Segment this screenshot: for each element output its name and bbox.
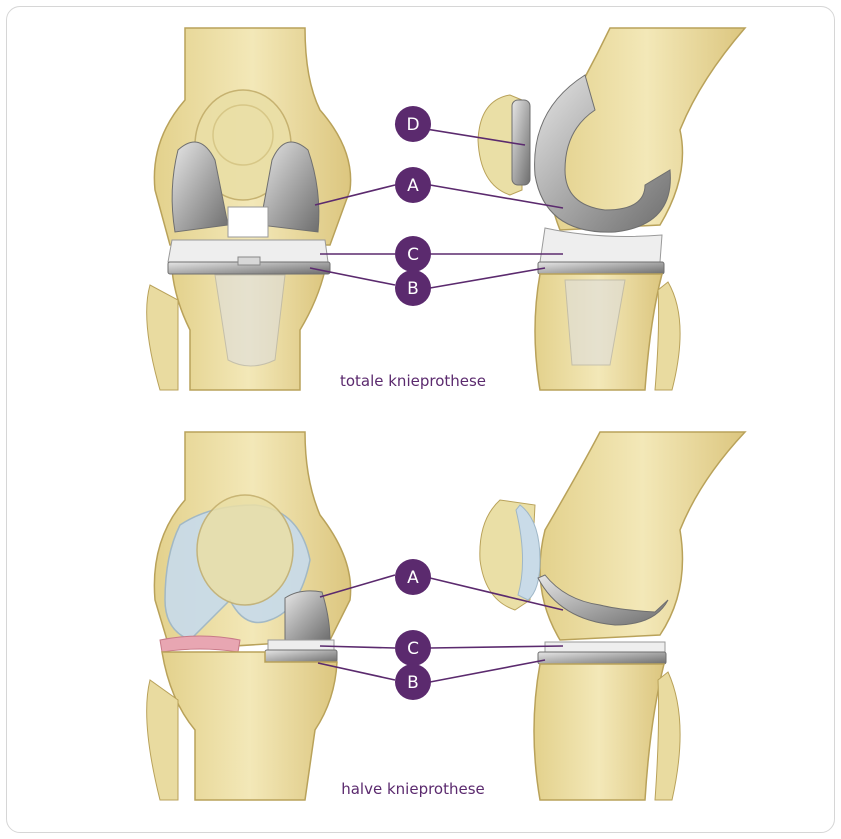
label-d-top: D bbox=[395, 106, 431, 142]
total-knee-side-view bbox=[478, 28, 745, 390]
label-b-top: B bbox=[395, 270, 431, 306]
label-a-bottom: A bbox=[395, 559, 431, 595]
label-b-bottom: B bbox=[395, 664, 431, 700]
partial-insert-side bbox=[545, 642, 665, 652]
patella-button bbox=[512, 100, 530, 185]
partial-tibial-tray bbox=[265, 650, 337, 662]
caption-partial: halve knieprothese bbox=[341, 780, 485, 798]
tibial-post bbox=[228, 207, 268, 237]
svg-text:B: B bbox=[407, 279, 419, 299]
partial-knee-front-view bbox=[147, 432, 351, 800]
fibula-bone-partial bbox=[147, 680, 178, 800]
svg-text:D: D bbox=[406, 115, 419, 135]
tibia-bone-side-partial bbox=[534, 664, 664, 800]
fibula-bone bbox=[147, 285, 178, 390]
meniscus bbox=[160, 636, 240, 652]
partial-tray-side bbox=[538, 652, 666, 664]
svg-text:C: C bbox=[407, 245, 419, 265]
fibula-bone-side-partial bbox=[655, 672, 680, 800]
label-a-top: A bbox=[395, 167, 431, 203]
partial-plastic-insert bbox=[268, 640, 334, 650]
plastic-insert-side bbox=[540, 228, 662, 262]
partial-femoral-component bbox=[285, 591, 330, 640]
tray-lock bbox=[238, 257, 260, 265]
partial-knee-side-view bbox=[480, 432, 745, 800]
tibial-tray-side bbox=[538, 262, 664, 274]
patella-partial bbox=[197, 495, 293, 605]
svg-text:C: C bbox=[407, 639, 419, 659]
total-knee-front-view bbox=[147, 28, 351, 390]
svg-text:A: A bbox=[407, 568, 419, 588]
label-c-top: C bbox=[395, 236, 431, 272]
tibia-bone-partial bbox=[162, 652, 337, 800]
fibula-bone-side bbox=[655, 282, 680, 390]
caption-total: totale knieprothese bbox=[340, 372, 486, 390]
label-c-bottom: C bbox=[395, 630, 431, 666]
svg-text:A: A bbox=[407, 176, 419, 196]
svg-text:B: B bbox=[407, 673, 419, 693]
